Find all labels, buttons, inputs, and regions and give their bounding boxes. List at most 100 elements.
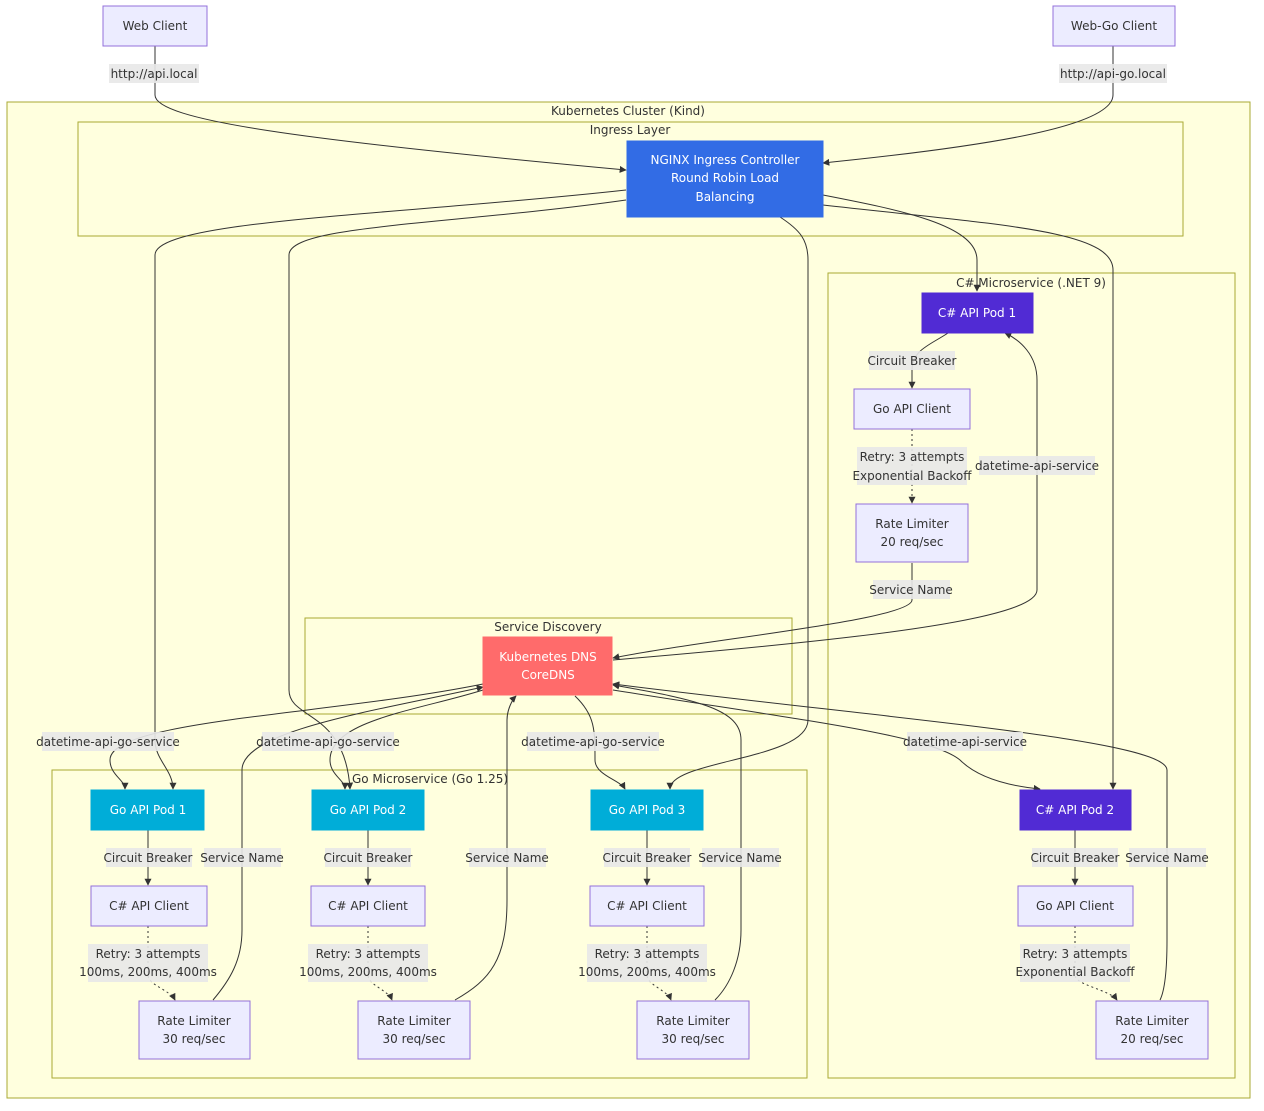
edge-go-client3-to-rate [646, 926, 672, 1001]
node-label: Web-Go Client [1071, 19, 1157, 33]
node-cs-rate-limiter1[interactable]: Rate Limiter 20 req/sec [855, 503, 969, 563]
node-kubernetes-dns[interactable]: Kubernetes DNS CoreDNS [482, 636, 613, 696]
node-go-rate-limiter1[interactable]: Rate Limiter 30 req/sec [138, 1000, 251, 1060]
edge-label-cs2-retry: Retry: 3 attempts Exponential Backoff [1015, 944, 1135, 982]
edge-label-dns-to-go3: datetime-api-go-service [521, 732, 665, 751]
node-go-cs-client2[interactable]: C# API Client [310, 885, 426, 927]
edge-label-text: Retry: 3 attempts [860, 450, 965, 464]
edge-dns-to-go-pod3 [574, 695, 626, 790]
edge-label-text: datetime-api-go-service [36, 735, 180, 749]
edge-label-text: Service Name [200, 851, 284, 865]
edge-label-text: Service Name [1125, 851, 1209, 865]
cluster-go-title: Go Microservice (Go 1.25) [352, 772, 508, 786]
edge-label-cs1-circuit: Circuit Breaker [868, 351, 957, 370]
node-label: Rate Limiter [656, 1014, 729, 1028]
node-label: 30 req/sec [162, 1032, 225, 1046]
edge-label-go2-circuit: Circuit Breaker [324, 848, 413, 867]
edge-webgo-to-nginx [822, 46, 1114, 166]
node-label: C# API Pod 2 [1036, 803, 1114, 817]
node-go-pod2[interactable]: Go API Pod 2 [311, 789, 425, 831]
node-label: 20 req/sec [880, 535, 943, 549]
node-go-rate-limiter3[interactable]: Rate Limiter 30 req/sec [636, 1000, 750, 1060]
nodes: Web Client Web-Go Client NGINX Ingress C… [90, 5, 1209, 1060]
edge-web-to-nginx [154, 46, 627, 173]
edge-label-go3-retry: Retry: 3 attempts 100ms, 200ms, 400ms [578, 944, 716, 982]
edge-label-go2-retry: Retry: 3 attempts 100ms, 200ms, 400ms [299, 944, 437, 982]
edge-label-go1-circuit: Circuit Breaker [104, 848, 193, 867]
edge-nginx-to-cs-pod2 [822, 204, 1117, 790]
edge-label-text: http://api-go.local [1060, 67, 1166, 81]
node-label: Rate Limiter [875, 517, 948, 531]
edge-label-text: 100ms, 200ms, 400ms [578, 965, 716, 979]
node-label: 30 req/sec [382, 1032, 445, 1046]
edge-label-text: Retry: 3 attempts [316, 947, 421, 961]
edge-label-text: datetime-api-service [975, 459, 1099, 473]
node-label: Go API Pod 1 [110, 803, 186, 817]
node-web-client[interactable]: Web Client [102, 5, 208, 47]
node-label: Go API Client [1036, 899, 1114, 913]
edge-cs-rate1-to-dns [612, 563, 913, 661]
edge-label-text: 100ms, 200ms, 400ms [79, 965, 217, 979]
node-label: 30 req/sec [661, 1032, 724, 1046]
edge-label-go1-service-name: Service Name [200, 848, 284, 867]
edge-label-go1-retry: Retry: 3 attempts 100ms, 200ms, 400ms [79, 944, 217, 982]
cluster-csharp-title: C# Microservice (.NET 9) [956, 276, 1106, 290]
edge-label-text: Retry: 3 attempts [96, 947, 201, 961]
node-label: C# API Client [328, 899, 408, 913]
cluster-kubernetes-title: Kubernetes Cluster (Kind) [551, 104, 705, 118]
node-go-pod3[interactable]: Go API Pod 3 [590, 789, 704, 831]
node-cs-go-client1[interactable]: Go API Client [853, 388, 971, 430]
edge-label-cs1-retry: Retry: 3 attempts Exponential Backoff [852, 447, 972, 485]
edge-label-cs1-service-name: Service Name [869, 580, 953, 599]
edge-label-go2-service-name: Service Name [465, 848, 549, 867]
node-cs-go-client2[interactable]: Go API Client [1017, 885, 1134, 927]
node-web-go-client[interactable]: Web-Go Client [1052, 5, 1176, 47]
edge-nginx-to-go-pod1 [154, 189, 627, 790]
node-cs-rate-limiter2[interactable]: Rate Limiter 20 req/sec [1095, 1000, 1209, 1060]
edge-label-text: Exponential Backoff [852, 469, 972, 483]
node-cs-pod2[interactable]: C# API Pod 2 [1019, 789, 1132, 831]
edge-labels: http://api.local http://api-go.local Cir… [36, 64, 1209, 982]
edge-label-go3-circuit: Circuit Breaker [603, 848, 692, 867]
edge-label-text: Exponential Backoff [1015, 965, 1135, 979]
edge-dns-to-cs-pod1 [612, 332, 1038, 661]
node-label: C# API Client [109, 899, 189, 913]
edge-label-text: Retry: 3 attempts [595, 947, 700, 961]
node-label: Go API Client [873, 402, 951, 416]
edge-label-text: datetime-api-go-service [521, 735, 665, 749]
edge-label-text: Service Name [465, 851, 549, 865]
edge-label-dns-to-cs2: datetime-api-service [903, 732, 1027, 751]
edge-label-text: Circuit Breaker [104, 851, 193, 865]
edge-label-text: http://api.local [111, 67, 198, 81]
edge-label-text: 100ms, 200ms, 400ms [299, 965, 437, 979]
edge-label-text: Circuit Breaker [868, 354, 957, 368]
node-label: Kubernetes DNS [499, 650, 597, 664]
edge-label-webgo-to-nginx: http://api-go.local [1059, 64, 1167, 83]
edge-label-go3-service-name: Service Name [698, 848, 782, 867]
edge-nginx-to-cs-pod1 [822, 194, 981, 292]
edge-cs-rate2-to-dns [612, 681, 1168, 1001]
node-label: 20 req/sec [1120, 1032, 1183, 1046]
node-label: NGINX Ingress Controller [651, 153, 800, 167]
cluster-ingress-title: Ingress Layer [590, 123, 671, 137]
edge-nginx-to-go-pod2 [288, 199, 627, 790]
node-go-rate-limiter2[interactable]: Rate Limiter 30 req/sec [357, 1000, 471, 1060]
node-cs-pod1[interactable]: C# API Pod 1 [921, 292, 1034, 334]
edge-label-cs2-circuit: Circuit Breaker [1031, 848, 1120, 867]
node-go-cs-client3[interactable]: C# API Client [589, 885, 705, 927]
edge-label-dns-to-go2: datetime-api-go-service [256, 732, 400, 751]
edge-go-rate2-to-dns [454, 695, 517, 1001]
edge-label-text: Circuit Breaker [1031, 851, 1120, 865]
edge-label-dns-to-cs1: datetime-api-service [975, 456, 1099, 475]
node-go-cs-client1[interactable]: C# API Client [90, 885, 208, 927]
edge-go-client2-to-rate [367, 926, 393, 1001]
node-nginx-ingress[interactable]: NGINX Ingress Controller Round Robin Loa… [626, 140, 824, 218]
edge-label-text: Service Name [869, 583, 953, 597]
node-go-pod1[interactable]: Go API Pod 1 [90, 789, 205, 831]
edge-label-text: datetime-api-service [903, 735, 1027, 749]
node-label: Web Client [123, 19, 188, 33]
edge-label-text: datetime-api-go-service [256, 735, 400, 749]
node-label: Rate Limiter [157, 1014, 230, 1028]
edge-label-text: Circuit Breaker [324, 851, 413, 865]
edge-label-cs2-service-name: Service Name [1125, 848, 1209, 867]
